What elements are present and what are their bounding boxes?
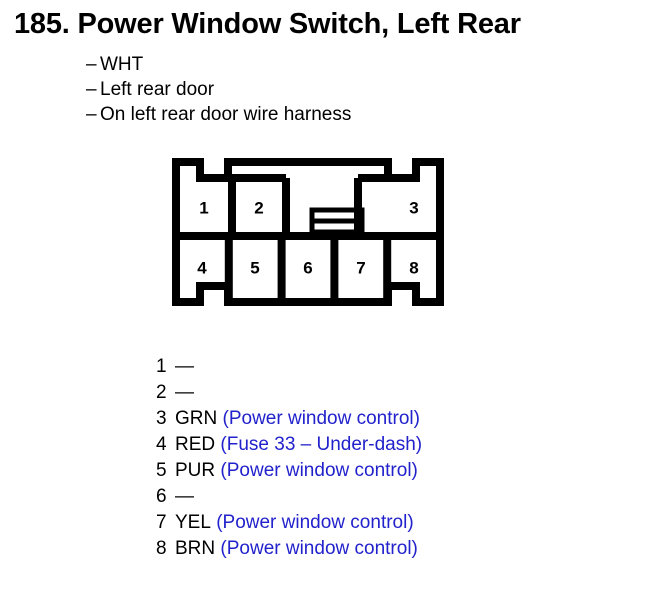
legend-empty-marker: — <box>175 356 194 377</box>
legend-row: 6— <box>156 484 422 510</box>
list-item: –Left rear door <box>86 77 351 102</box>
bullet-text: WHT <box>100 54 144 75</box>
pin-number-5: 5 <box>250 258 259 277</box>
bullet-text: Left rear door <box>100 79 215 100</box>
bullet-text: On left rear door wire harness <box>100 104 352 125</box>
pin-number-4: 4 <box>197 258 207 277</box>
legend-row: 3 GRN (Power window control) <box>156 406 422 432</box>
legend-empty-marker: — <box>175 486 194 507</box>
legend-wire-color: GRN <box>175 408 218 429</box>
bullet-dash: – <box>86 79 97 100</box>
legend-row: 8 BRN (Power window control) <box>156 536 422 562</box>
legend-row: 7 YEL (Power window control) <box>156 510 422 536</box>
legend-wire-color: BRN <box>175 538 216 559</box>
legend-pin-number: 5 <box>156 460 167 481</box>
legend-description: (Power window control) <box>220 538 418 559</box>
legend-row: 5 PUR (Power window control) <box>156 458 422 484</box>
legend-row: 4 RED (Fuse 33 – Under-dash) <box>156 432 422 458</box>
list-item: –On left rear door wire harness <box>86 102 351 127</box>
bullet-dash: – <box>86 54 97 75</box>
legend-description: (Power window control) <box>222 408 420 429</box>
legend-row: 2— <box>156 380 422 406</box>
legend-description: (Power window control) <box>220 460 418 481</box>
legend-row: 1— <box>156 354 422 380</box>
connector-outline <box>172 158 444 306</box>
list-item: –WHT <box>86 52 351 77</box>
pin-number-6: 6 <box>303 258 312 277</box>
legend-description: (Power window control) <box>216 512 414 533</box>
legend-pin-number: 7 <box>156 512 167 533</box>
pin-number-7: 7 <box>356 258 365 277</box>
legend-empty-marker: — <box>175 382 194 403</box>
page-title: 185. Power Window Switch, Left Rear <box>14 8 521 40</box>
pin-number-8: 8 <box>409 258 418 277</box>
legend-wire-color: PUR <box>175 460 216 481</box>
legend-description: (Fuse 33 – Under-dash) <box>220 434 423 455</box>
legend-pin-number: 3 <box>156 408 167 429</box>
legend-pin-number: 1 <box>156 356 167 377</box>
legend-wire-color: YEL <box>175 512 211 533</box>
pin-number-2: 2 <box>254 198 263 217</box>
pin-number-3: 3 <box>409 198 418 217</box>
legend-pin-number: 4 <box>156 434 167 455</box>
bullet-dash: – <box>86 104 97 125</box>
legend-wire-color: RED <box>175 434 216 455</box>
descriptor-list: –WHT –Left rear door –On left rear door … <box>86 52 351 127</box>
pin-number-1: 1 <box>199 198 208 217</box>
legend-pin-number: 6 <box>156 486 167 507</box>
legend-pin-number: 8 <box>156 538 167 559</box>
legend-pin-number: 2 <box>156 382 167 403</box>
connector-diagram: 1 2 3 4 5 6 7 8 <box>172 158 444 306</box>
